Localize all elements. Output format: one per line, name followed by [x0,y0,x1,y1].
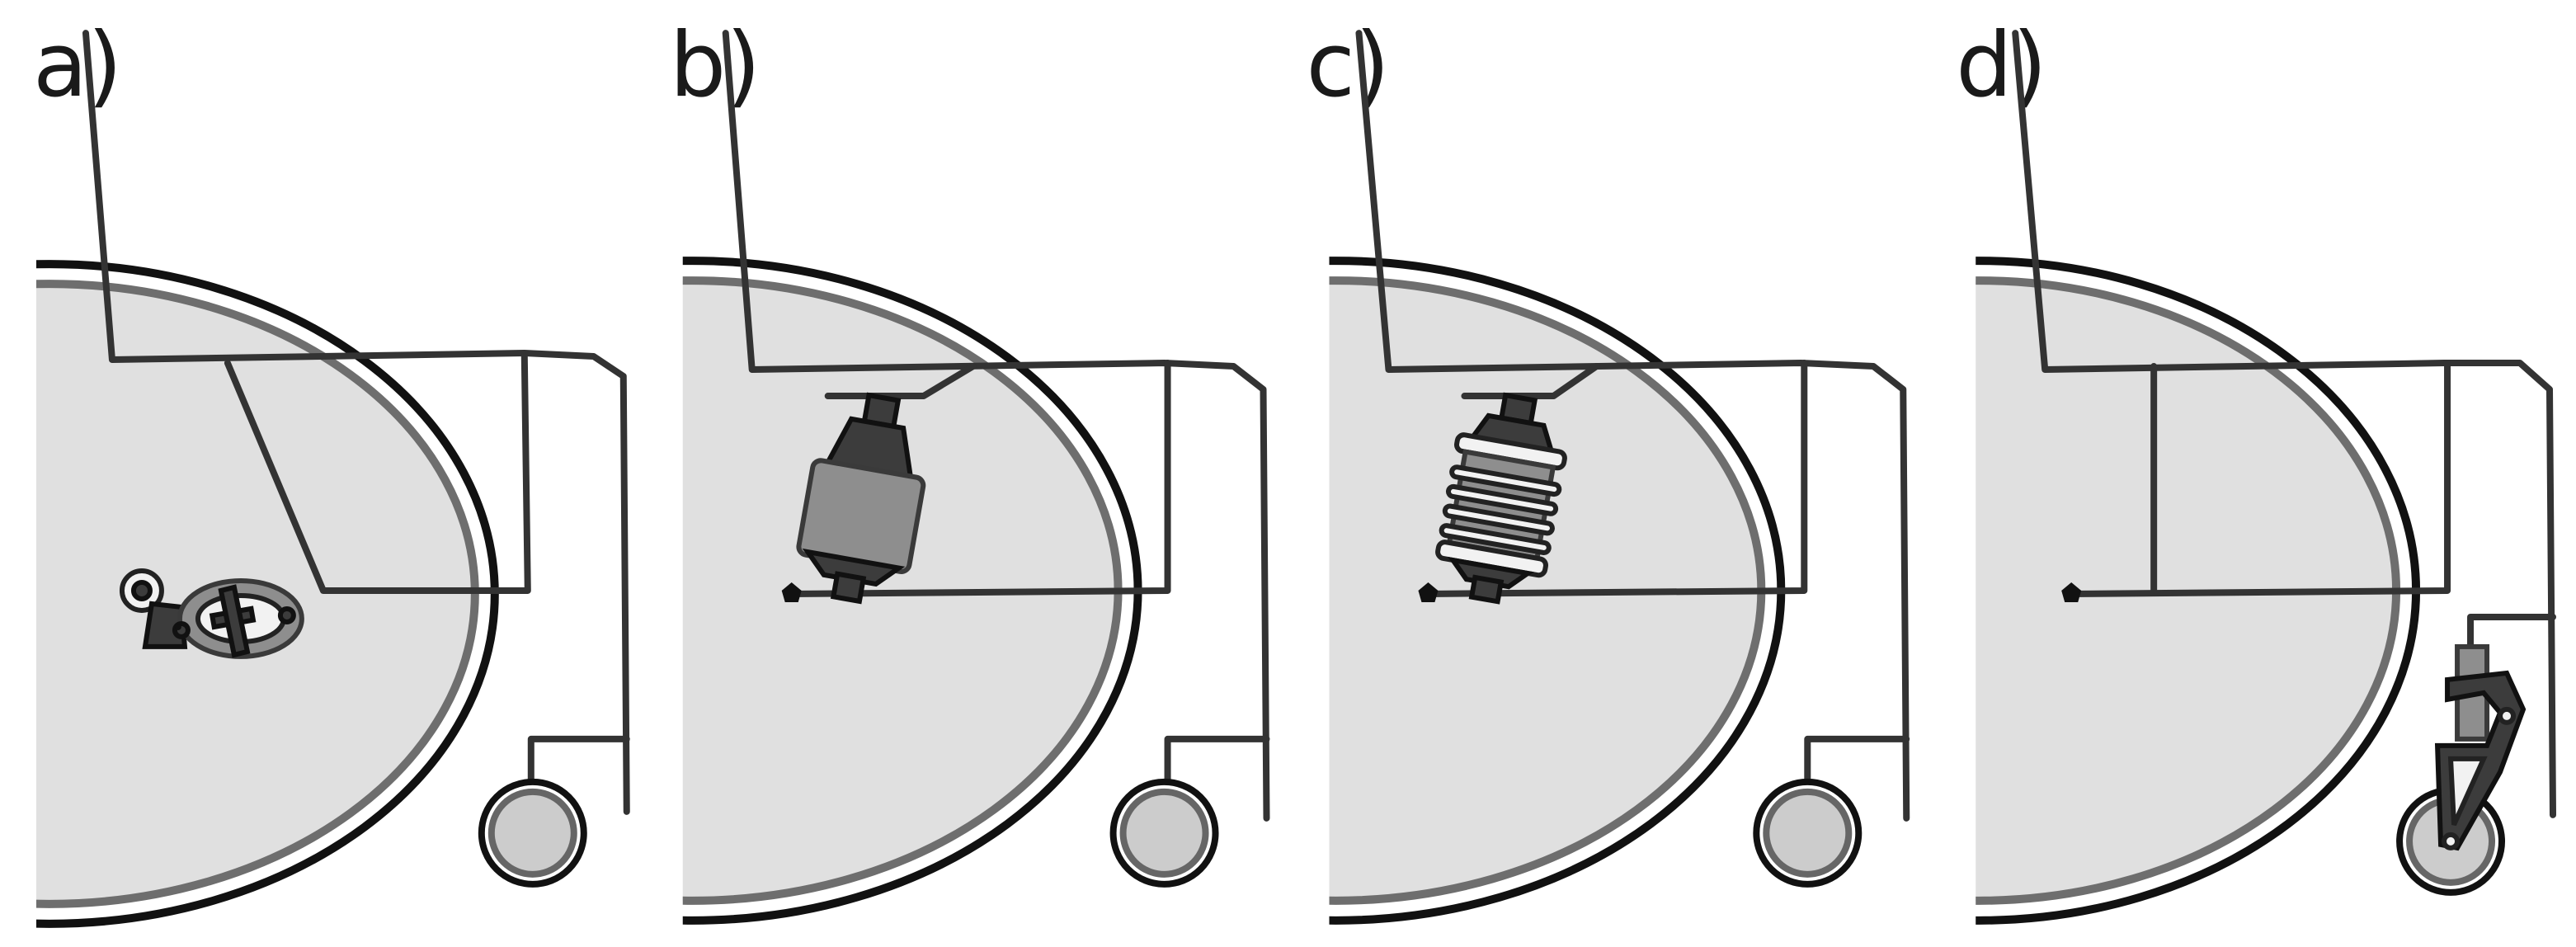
caster-wheel [1109,778,1219,888]
panel-label-a: a) [33,14,122,117]
wheelchair-frame [2012,30,2557,818]
caster-wheel [1753,778,1863,888]
panel-label-c: c) [1306,14,1389,117]
panel-label-b: b) [670,14,761,117]
panel-label-d: d) [1956,14,2047,117]
panel-b: b) [670,14,1270,925]
cylinder-canister [796,392,926,605]
wheelchair-frame [722,30,1270,828]
caster-wheel [478,778,587,888]
axle-icon [2061,582,2082,602]
hub-brake-clamp [119,568,304,659]
panel-c: c) [1306,14,1910,925]
caster-suspension-fork [2434,643,2527,851]
axle-icon [781,582,802,602]
axle-icon [1418,582,1439,602]
panel-a: a) [33,14,630,928]
panel-d: d) [1956,14,2557,925]
finned-canister [1435,392,1567,605]
